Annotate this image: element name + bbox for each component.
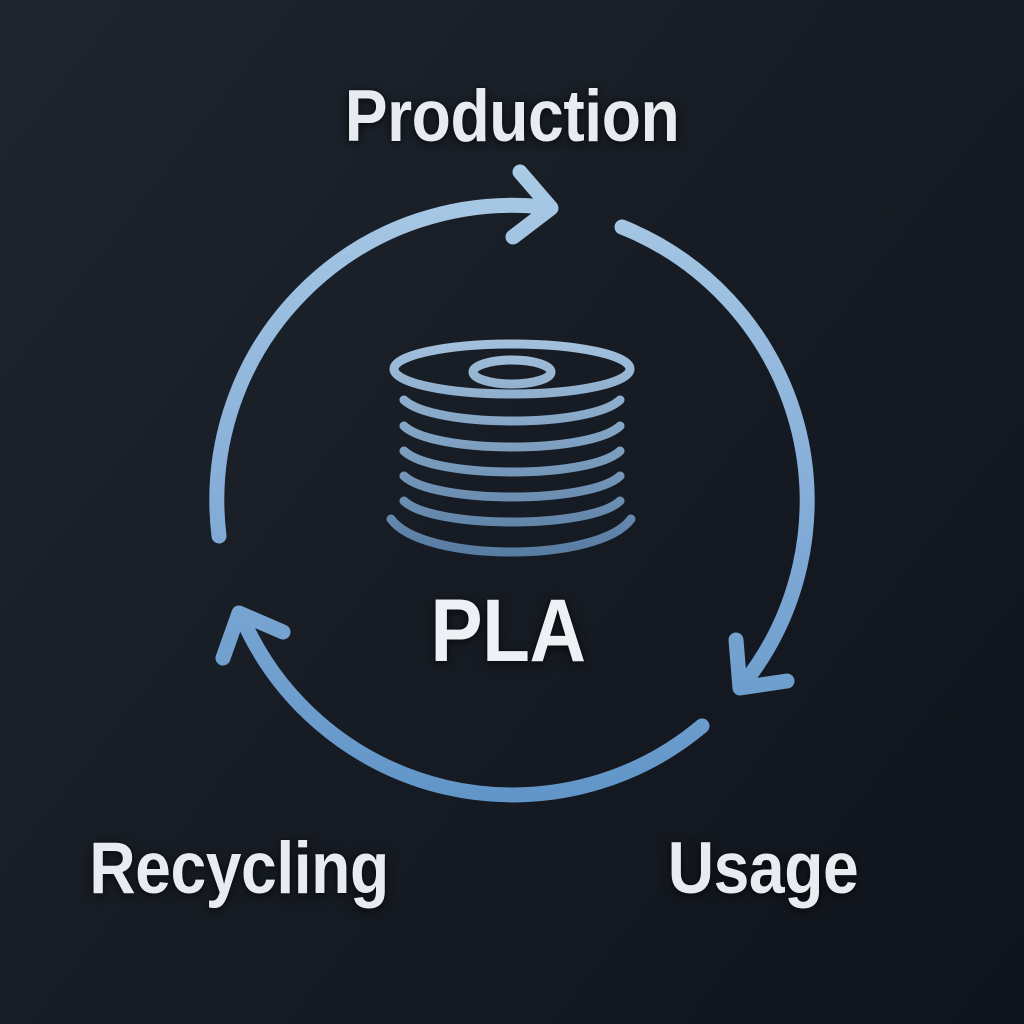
spool-winding	[399, 446, 625, 477]
spool-winding	[399, 496, 625, 527]
spool-hub-hole	[468, 355, 556, 389]
arrowhead-right-icon	[505, 164, 559, 245]
stage-label-usage: Usage	[667, 828, 859, 909]
cycle-arc-bottom	[235, 612, 710, 803]
spool-winding	[399, 421, 625, 452]
center-label-pla: PLA	[430, 580, 586, 680]
arrowhead-down-icon	[728, 632, 795, 696]
spool-winding	[399, 395, 625, 426]
stage-label-production: Production	[344, 76, 680, 157]
spool-bottom-winding	[386, 514, 636, 557]
cycle-arc-right	[614, 219, 815, 690]
spool-winding	[399, 471, 625, 502]
filament-spool-icon	[386, 339, 636, 557]
cycle-arrow-right	[614, 219, 815, 696]
cycle-arrow-top	[209, 164, 559, 544]
cycle-arrow-left	[215, 605, 710, 803]
arrowhead-up-left-icon	[215, 605, 291, 666]
spool-top-flange	[389, 339, 635, 399]
stage-label-recycling: Recycling	[89, 828, 389, 909]
cycle-arc-top	[209, 197, 551, 544]
